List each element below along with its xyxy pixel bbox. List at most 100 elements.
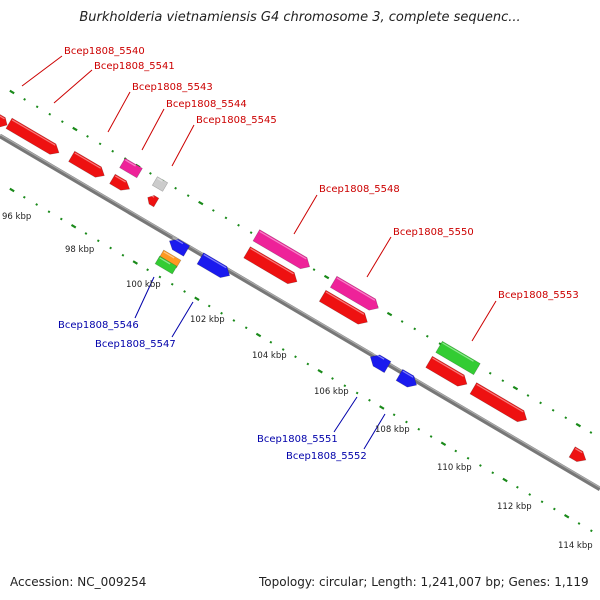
tick-marks xyxy=(9,89,593,533)
tick-mark xyxy=(575,422,582,428)
tick-mark xyxy=(425,334,429,338)
tick-mark xyxy=(211,209,215,212)
tick-mark xyxy=(121,253,125,257)
gene-feature[interactable] xyxy=(119,157,143,179)
tick-mark xyxy=(368,398,371,402)
gene-label-bcep1808-5543[interactable]: Bcep1808_5543 xyxy=(132,82,213,93)
tick-mark xyxy=(186,194,190,197)
tick-mark xyxy=(400,320,404,323)
gene-feature[interactable] xyxy=(154,255,178,275)
tick-mark xyxy=(294,355,297,359)
tick-mark xyxy=(540,500,544,504)
kbp-label: 108 kbp xyxy=(375,425,410,435)
tick-mark xyxy=(48,112,52,116)
gene-feature[interactable] xyxy=(151,176,169,192)
gene-feature[interactable] xyxy=(568,446,589,465)
tick-mark xyxy=(269,340,273,344)
kbp-label: 110 kbp xyxy=(437,463,472,473)
tick-mark xyxy=(438,342,442,346)
accession-text: Accession: NC_009254 xyxy=(10,575,147,589)
gene-leader-line xyxy=(141,108,165,151)
gene-leader-line xyxy=(21,55,63,87)
tick-mark xyxy=(84,232,88,235)
tick-mark xyxy=(9,89,15,95)
tick-mark xyxy=(317,369,323,374)
kbp-label: 100 kbp xyxy=(126,280,161,290)
gene-feature[interactable] xyxy=(243,246,301,288)
gene-feature[interactable] xyxy=(329,275,381,314)
kbp-label: 102 kbp xyxy=(190,315,225,325)
gene-label-bcep1808-5546[interactable]: Bcep1808_5546 xyxy=(58,320,139,331)
gene-leader-line xyxy=(333,396,358,433)
gene-label-bcep1808-5547[interactable]: Bcep1808_5547 xyxy=(95,339,176,350)
gene-feature[interactable] xyxy=(435,340,481,376)
tick-mark xyxy=(454,449,458,453)
gene-label-bcep1808-5552[interactable]: Bcep1808_5552 xyxy=(286,451,367,462)
tick-mark xyxy=(149,172,152,175)
tick-mark xyxy=(551,408,555,412)
tick-mark xyxy=(440,441,447,446)
gene-leader-line xyxy=(53,69,93,104)
tick-mark xyxy=(331,377,334,380)
topology-text: Topology: circular; Length: 1,241,007 bp… xyxy=(259,575,589,589)
gene-label-bcep1808-5551[interactable]: Bcep1808_5551 xyxy=(257,434,338,445)
tick-mark xyxy=(109,246,112,250)
gene-label-bcep1808-5550[interactable]: Bcep1808_5550 xyxy=(393,227,474,238)
gene-features xyxy=(0,113,589,465)
kbp-label: 114 kbp xyxy=(558,541,593,551)
gene-feature[interactable] xyxy=(145,193,160,208)
tick-mark xyxy=(111,149,115,153)
gene-feature[interactable] xyxy=(166,236,191,257)
gene-feature[interactable] xyxy=(5,117,62,158)
gene-feature[interactable] xyxy=(0,113,10,130)
tick-mark xyxy=(194,296,200,301)
gene-label-bcep1808-5540[interactable]: Bcep1808_5540 xyxy=(64,46,145,57)
gene-feature[interactable] xyxy=(196,252,233,281)
tick-mark xyxy=(563,514,570,519)
tick-mark xyxy=(96,239,100,243)
gene-label-bcep1808-5548[interactable]: Bcep1808_5548 xyxy=(319,184,400,195)
tick-mark xyxy=(35,203,39,206)
tick-mark xyxy=(232,319,236,322)
tick-mark xyxy=(198,200,204,206)
gene-feature[interactable] xyxy=(469,382,530,426)
tick-mark xyxy=(249,231,253,235)
gene-leader-line xyxy=(134,276,155,319)
tick-mark xyxy=(174,186,177,190)
tick-mark xyxy=(207,304,211,308)
gene-label-bcep1808-5545[interactable]: Bcep1808_5545 xyxy=(196,115,277,126)
gene-feature[interactable] xyxy=(109,173,133,194)
tick-mark xyxy=(479,464,482,467)
tick-mark xyxy=(577,522,581,525)
gene-leader-line xyxy=(471,300,497,342)
tick-mark xyxy=(23,98,26,101)
gene-feature[interactable] xyxy=(425,355,471,390)
tick-mark xyxy=(312,268,316,272)
tick-mark xyxy=(158,275,162,279)
gene-feature[interactable] xyxy=(68,150,108,181)
gene-feature[interactable] xyxy=(318,289,370,328)
gene-feature[interactable] xyxy=(395,368,420,390)
gene-label-bcep1808-5553[interactable]: Bcep1808_5553 xyxy=(498,290,579,301)
gene-label-bcep1808-5544[interactable]: Bcep1808_5544 xyxy=(166,99,247,110)
gene-feature[interactable] xyxy=(158,249,182,269)
tick-mark xyxy=(553,507,556,511)
tick-mark xyxy=(526,394,530,397)
chromosome-backbone xyxy=(0,133,600,491)
tick-mark xyxy=(501,379,505,383)
tick-mark xyxy=(183,290,186,293)
tick-mark xyxy=(405,420,408,424)
gene-feature[interactable] xyxy=(367,351,392,374)
tick-mark xyxy=(244,326,248,330)
tick-mark xyxy=(47,210,51,214)
tick-mark xyxy=(35,105,39,109)
tick-mark xyxy=(355,391,359,395)
backbone-line xyxy=(0,134,600,491)
gene-label-bcep1808-5541[interactable]: Bcep1808_5541 xyxy=(94,61,175,72)
tick-mark xyxy=(146,268,149,272)
gene-feature[interactable] xyxy=(252,229,313,273)
tick-mark xyxy=(491,471,495,475)
gene-leader-line xyxy=(293,194,318,235)
tick-mark xyxy=(132,260,138,265)
